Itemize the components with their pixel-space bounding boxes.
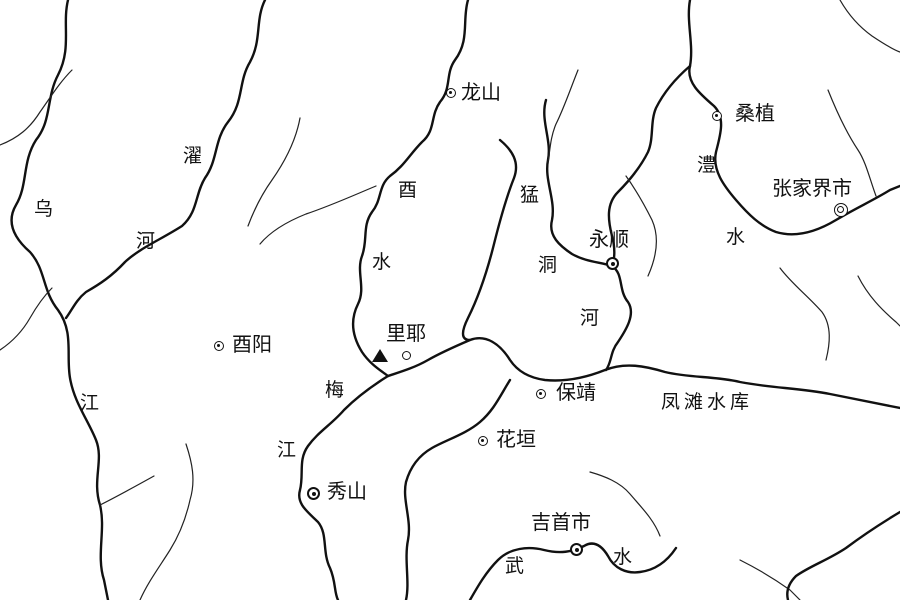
- wushui-label-2: 水: [613, 546, 633, 568]
- wushui-tributary-2: [739, 559, 801, 600]
- huayuan-label: 花垣: [496, 427, 536, 451]
- youshui-label-2: 水: [372, 251, 392, 273]
- youshui-river: [351, 0, 470, 378]
- tributary-south-left-2: [99, 475, 155, 506]
- wushui-tributary-1: [589, 471, 661, 537]
- longshan-marker: [446, 88, 456, 98]
- jishou-label: 吉首市: [531, 510, 591, 534]
- lishui-branch: [607, 64, 692, 268]
- yongshun-label: 永顺: [589, 227, 629, 251]
- youshui-label-1: 酉: [398, 179, 418, 201]
- jishou-marker: [570, 543, 583, 556]
- huayuan-river: [403, 378, 512, 600]
- youshui-lower: [386, 337, 900, 410]
- mengdonghe-label-2: 洞: [538, 254, 558, 276]
- tributary-yongshun: [625, 175, 657, 277]
- youyang-label: 酉阳: [232, 332, 272, 356]
- wujiang-label-2: 江: [80, 392, 100, 414]
- liye-site-triangle: [372, 349, 388, 362]
- liye-label: 里耶: [386, 321, 426, 345]
- longshan-label: 龙山: [461, 80, 501, 104]
- meijiang-label-1: 梅: [325, 379, 345, 401]
- sangzhi-label: 桑植: [735, 101, 775, 125]
- tributary-middle-1: [247, 117, 301, 227]
- tributary-middle-2: [259, 185, 377, 245]
- xiushan-label: 秀山: [327, 479, 367, 503]
- liye-marker: [402, 351, 411, 360]
- ridge-near-liye: [461, 138, 518, 342]
- tributary-top-left: [0, 69, 73, 146]
- tributary-east-2: [857, 275, 900, 327]
- baojing-label: 保靖: [556, 380, 596, 404]
- huayuan-marker: [478, 436, 488, 446]
- zhuohe-label-zhuo: 濯: [183, 145, 203, 167]
- meijiang-river: [298, 374, 390, 600]
- zhuohe-label-he: 河: [136, 230, 156, 252]
- zhangjiajie-label: 张家界市: [772, 176, 852, 200]
- lishui-label-2: 水: [726, 226, 746, 248]
- wushui-label-1: 武: [505, 555, 525, 577]
- mengdonghe-label-3: 河: [580, 307, 600, 329]
- wujiang-label-1: 乌: [34, 198, 54, 220]
- zhangjiajie-marker: [834, 203, 848, 217]
- wushui-river: [468, 542, 678, 600]
- youyang-marker: [214, 341, 224, 351]
- tributary-menggong: [547, 69, 579, 163]
- wujiang-river: [10, 0, 110, 600]
- zhuohe-river: [64, 0, 267, 320]
- fengtan-reservoir-label: 凤滩水库: [661, 391, 754, 413]
- yongshun-marker: [606, 257, 619, 270]
- sangzhi-marker: [712, 111, 722, 121]
- lishui-tributary: [827, 89, 877, 197]
- baojing-marker: [536, 389, 546, 399]
- xiushan-marker: [307, 487, 320, 500]
- tributary-south-left: [139, 443, 194, 600]
- tributary-left-2: [0, 287, 53, 351]
- meijiang-label-2: 江: [277, 439, 297, 461]
- mengdonghe-label-1: 猛: [520, 184, 540, 206]
- lishui-label-1: 澧: [697, 154, 717, 176]
- north-east-tributary: [839, 0, 900, 53]
- southeast-river: [786, 510, 900, 600]
- tributary-east-1: [779, 267, 830, 361]
